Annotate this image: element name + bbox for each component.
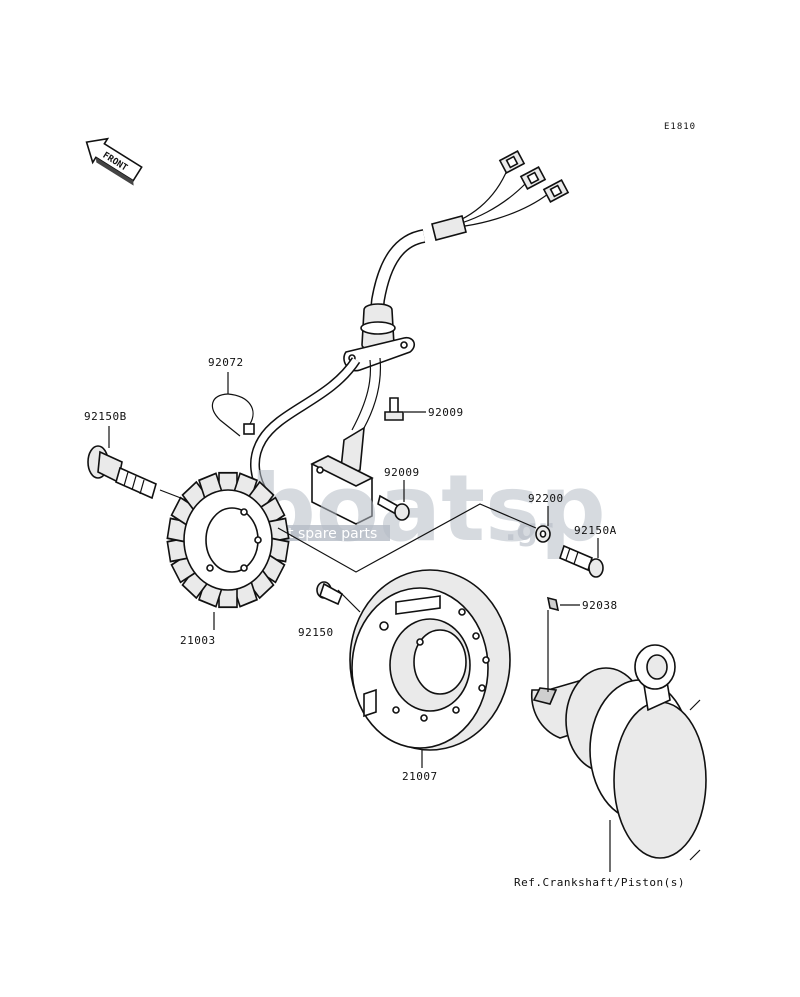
part-label-92009-upper: 92009 [428, 406, 464, 419]
bolt-92009-lower [377, 494, 410, 521]
part-label-92200: 92200 [528, 492, 564, 505]
bolt-92150a [559, 544, 604, 578]
clamp-92072 [211, 393, 255, 437]
part-label-92150a: 92150A [574, 524, 617, 537]
pickup-coil [310, 426, 374, 525]
part-label-92072: 92072 [208, 356, 244, 369]
part-label-21003: 21003 [180, 634, 216, 647]
key-92038 [546, 596, 560, 612]
bolt-92150 [316, 581, 344, 606]
main-cable [250, 229, 426, 498]
part-label-92150b: 92150B [84, 410, 127, 423]
front-arrow-icon: FRONT [85, 137, 143, 186]
part-label-92150: 92150 [298, 626, 334, 639]
stator [166, 471, 290, 609]
reference-label: Ref.Crankshaft/Piston(s) [514, 876, 685, 889]
watermark: boatsp boat spare parts .gr [250, 455, 606, 562]
watermark-subtitle: boat spare parts [262, 526, 377, 542]
flywheel [349, 569, 511, 751]
leader-lines [108, 372, 611, 872]
part-label-21007: 21007 [402, 770, 438, 783]
bolt-92009-upper [384, 397, 404, 421]
diagram-code: E1810 [664, 122, 696, 132]
crankshaft [530, 644, 707, 861]
part-label-92009-lower: 92009 [384, 466, 420, 479]
part-label-92038: 92038 [582, 599, 618, 612]
washer-92200 [535, 525, 551, 543]
harness-connectors [431, 150, 570, 241]
watermark-text: boatsp [250, 455, 606, 562]
bolt-92150b [87, 445, 157, 500]
